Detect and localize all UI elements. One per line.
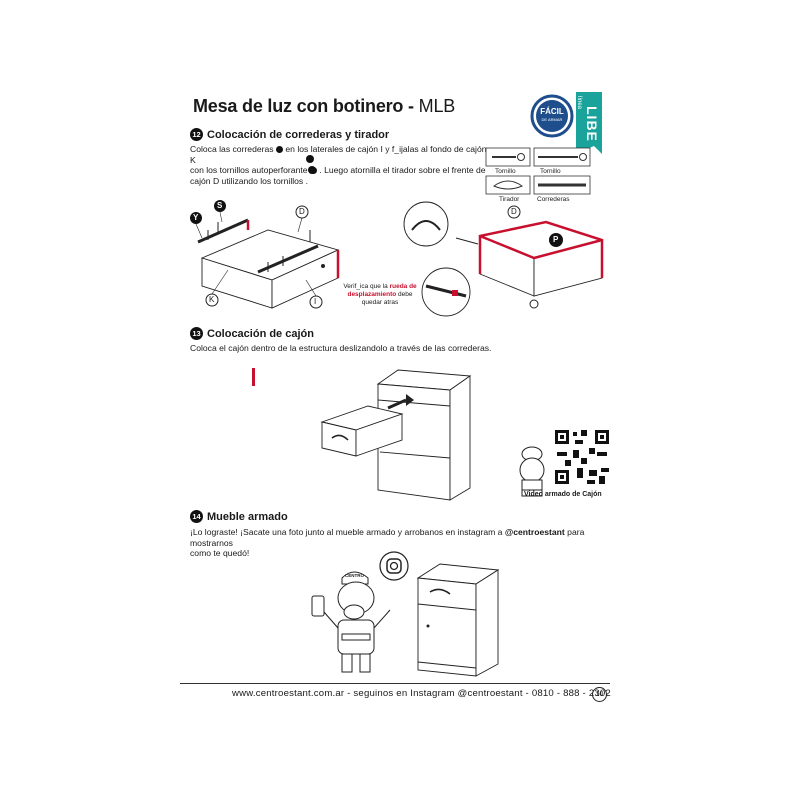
- badge-tab-big: LIBE: [584, 106, 600, 142]
- title-model: MLB: [418, 96, 456, 116]
- qr-code-icon: [553, 428, 611, 486]
- facil-badge: FÁCIL DE ARMAR línea LIBE: [528, 92, 604, 156]
- step12-header: 12 Colocación de correderas y tirador: [190, 128, 389, 141]
- badge-tab-small: línea: [576, 96, 582, 110]
- label-s: S: [217, 201, 223, 210]
- step14-title: Mueble armado: [207, 510, 288, 523]
- page-number: 10: [592, 687, 607, 702]
- page-title: Mesa de luz con botinero - MLB: [193, 96, 455, 117]
- label-k: K: [209, 295, 215, 304]
- step12-line1b: en los laterales de cajón: [285, 144, 379, 154]
- step13-number: 13: [190, 327, 203, 340]
- step14-number: 14: [190, 510, 203, 523]
- part-marker-icon: [309, 167, 317, 175]
- step12-line4b: D: [212, 175, 220, 186]
- part-marker-icon: [275, 146, 283, 154]
- step12-line3: con los tornillos autoperforante: [190, 165, 308, 175]
- label-d: D: [299, 207, 305, 216]
- step14-header: 14 Mueble armado: [190, 510, 288, 523]
- step12-line1: Coloca las correderas: [190, 144, 274, 154]
- title-text: Mesa de luz con botinero: [193, 96, 404, 116]
- step14-text-a: ¡Lo lograste! ¡Sacate una foto junto al …: [190, 527, 503, 537]
- step14-text-c: como te quedó!: [190, 548, 250, 558]
- step12-line4c: utilizando los tornillos: [221, 175, 304, 186]
- mascot-phone-illustration: [311, 551, 409, 673]
- parts-legend-graphic: [485, 147, 591, 195]
- step14-text: ¡Lo lograste! ¡Sacate una foto junto al …: [190, 527, 620, 559]
- qr-caption: Video armado de Cajón: [524, 491, 602, 498]
- step13-text: Coloca el cajón dentro de la estructura …: [190, 343, 492, 353]
- footer-divider: [180, 683, 610, 684]
- step12-text: Coloca las correderas en los laterales d…: [190, 144, 490, 186]
- step13-header: 13 Colocación de cajón: [190, 327, 314, 340]
- step12-line1c: I: [380, 144, 383, 154]
- verify-note-red: rueda de desplazamiento: [347, 283, 417, 298]
- step12-line3b: . Luego atornilla el tirador sobre el fr…: [319, 165, 486, 175]
- title-separator: -: [408, 96, 414, 116]
- legend-correderas: Correderas: [537, 196, 570, 203]
- label-d2: D: [511, 207, 517, 216]
- verify-note-b: debe quedar atras: [361, 291, 413, 306]
- label-y: Y: [193, 213, 199, 222]
- step12-line4d: .: [305, 175, 309, 186]
- footer-text: www.centroestant.com.ar - seguinos en In…: [232, 688, 611, 699]
- mascot-small-illustration: [519, 446, 545, 497]
- drawer-assembly-illustration: [190, 200, 340, 309]
- legend-tirador: Tirador: [499, 196, 520, 203]
- badge-line2: DE ARMAR: [541, 117, 563, 122]
- assembled-cabinet-illustration: [416, 563, 500, 677]
- step13-title: Colocación de cajón: [207, 327, 314, 340]
- legend-tornillo1: Tornillo: [495, 168, 516, 175]
- verify-note: Verif_ica que la rueda de desplazamiento…: [340, 283, 420, 307]
- step12-line4: cajón: [190, 175, 211, 186]
- step14-handle: @centroestant: [504, 527, 565, 537]
- red-marker: [252, 368, 255, 386]
- cabinet-insert-illustration: [320, 369, 472, 501]
- verify-note-a: Verif_ica que la: [343, 283, 388, 290]
- step14-text-b: para mostrarnos: [190, 527, 585, 548]
- badge-line1: FÁCIL: [540, 107, 564, 116]
- step12-title: Colocación de correderas y tirador: [207, 128, 390, 141]
- cap-text: CENTRO: [345, 573, 364, 578]
- step12-line2: K: [190, 154, 196, 165]
- badge-graphic: [530, 92, 602, 154]
- label-i: I: [314, 297, 317, 306]
- step12-line1d: y f_ijalas al fondo de cajón: [385, 144, 487, 154]
- step12-number: 12: [190, 128, 203, 141]
- drawer-front-illustration: [403, 201, 604, 317]
- legend-tornillo2: Tornillo: [540, 168, 561, 175]
- label-p: P: [553, 235, 559, 244]
